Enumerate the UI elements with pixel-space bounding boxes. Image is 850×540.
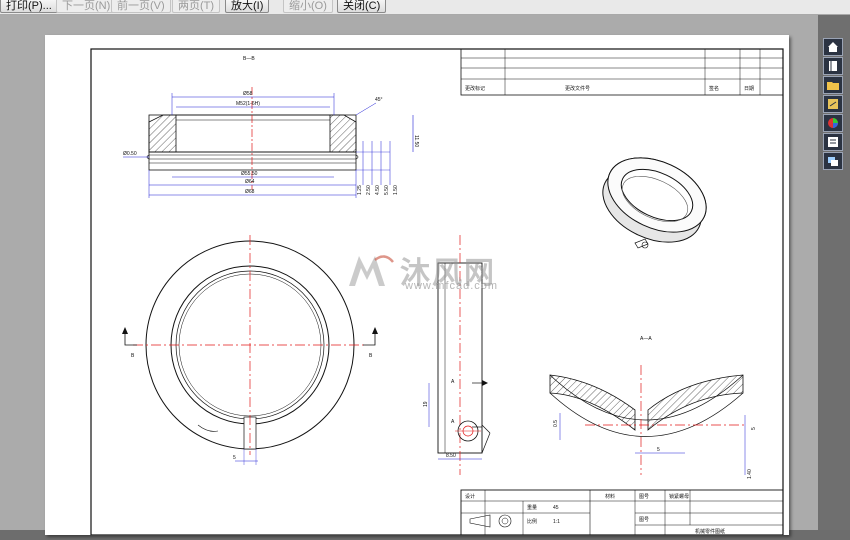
dim-h11: 11.50 xyxy=(413,135,419,147)
dim-v2: 2.50 xyxy=(366,185,372,195)
list-icon[interactable] xyxy=(823,133,843,151)
dim-v9b: 5 xyxy=(657,447,660,453)
watermark-url: www.mfcad.com xyxy=(405,280,499,292)
prev-page-button[interactable]: 前一页(V) xyxy=(111,0,171,13)
print-button[interactable]: 打印(P)... xyxy=(0,0,58,13)
dim-d55: Ø55.50 xyxy=(241,171,258,177)
dim-d64: Ø64 xyxy=(245,179,255,185)
engineering-drawing: 更改标记 更改文件号 签名 日期 B—B xyxy=(90,48,784,536)
chart-icon[interactable] xyxy=(823,95,843,113)
title-block: 设计 重量 45 比例 1:1 材料 图号 锁紧螺母 图号 机械零件图纸 xyxy=(460,489,784,536)
dim-v8: 5 xyxy=(233,455,236,461)
dim-v11: 0.5 xyxy=(553,420,559,427)
ring-front-view: B B 5 xyxy=(122,235,378,465)
ring-3d-view xyxy=(602,157,707,249)
watermark: 沐风网 www.mfcad.com xyxy=(345,250,505,295)
windows-icon[interactable] xyxy=(823,152,843,170)
dim-v7: 8.50 xyxy=(446,453,456,459)
cut-marker-b-left: B xyxy=(131,353,135,359)
dim-v4: 5.50 xyxy=(384,185,390,195)
home-icon[interactable] xyxy=(823,38,843,56)
cut-marker-a-top: A xyxy=(451,379,455,385)
section-aa-view: A—A 0.5 5 1.40 5 xyxy=(549,336,757,479)
dim-d58: Ø58 xyxy=(243,91,253,97)
tb-title: 机械零件图纸 xyxy=(695,528,725,535)
rev-file-label: 更改文件号 xyxy=(565,85,590,92)
dim-v6: 19 xyxy=(423,401,429,407)
tb-designer: 设计 xyxy=(465,493,475,500)
revision-table: 更改标记 更改文件号 签名 日期 xyxy=(460,48,784,96)
close-button[interactable]: 关闭(C) xyxy=(337,0,387,13)
watermark-title: 沐风网 xyxy=(400,256,496,291)
dim-45deg: 45° xyxy=(375,97,383,103)
tb-material-label: 材料 xyxy=(605,493,615,500)
book-icon[interactable] xyxy=(823,57,843,75)
zoom-out-button[interactable]: 缩小(O) xyxy=(283,0,333,13)
zoom-in-button[interactable]: 放大(I) xyxy=(225,0,270,13)
section-bb-view: Ø58 M52(1-6H) Ø55.50 Ø64 Ø68 Ø0.50 11.50 xyxy=(123,87,419,198)
folder-icon[interactable] xyxy=(823,76,843,94)
rev-mark-label: 更改标记 xyxy=(465,85,485,92)
dim-v10: 1.40 xyxy=(747,469,753,479)
rev-sign-label: 签名 xyxy=(709,85,719,92)
tb-weight-label: 重量 xyxy=(527,504,537,511)
dim-v1: 1.25 xyxy=(357,185,363,195)
ring-side-view: A A 19 8.50 xyxy=(423,235,491,475)
tb-part-no: 图号 xyxy=(639,517,649,523)
cut-marker-a-bottom: A xyxy=(451,419,455,425)
watermark-logo-icon xyxy=(349,255,394,286)
tb-material-value: 45 xyxy=(553,505,559,511)
section-label-bb: B—B xyxy=(243,56,255,62)
tb-scale-value: 1:1 xyxy=(553,519,560,525)
dim-v3: 4.50 xyxy=(375,185,381,195)
print-preview-toolbar: 打印(P)... 下一页(N) 前一页(V) 两页(T) 放大(I) 缩小(O)… xyxy=(0,0,850,15)
dim-v5: 1.50 xyxy=(393,185,399,195)
two-page-button[interactable]: 两页(T) xyxy=(172,0,221,13)
right-toolbar xyxy=(818,15,850,530)
section-label-aa: A—A xyxy=(640,336,652,342)
tb-drawing-no: 图号 xyxy=(639,494,649,500)
dim-side-050: Ø0.50 xyxy=(123,151,137,157)
rev-date-label: 日期 xyxy=(744,86,754,92)
dim-d68: Ø68 xyxy=(245,189,255,195)
dim-m52: M52(1-6H) xyxy=(236,101,260,107)
cut-marker-b-right: B xyxy=(369,353,373,359)
color-wheel-icon[interactable] xyxy=(823,114,843,132)
preview-viewport[interactable]: 更改标记 更改文件号 签名 日期 B—B xyxy=(0,15,818,536)
drawing-sheet: 更改标记 更改文件号 签名 日期 B—B xyxy=(45,35,789,536)
tb-ratio-label: 比例 xyxy=(527,518,537,525)
tb-name: 锁紧螺母 xyxy=(669,493,689,500)
next-page-button[interactable]: 下一页(N) xyxy=(56,0,117,13)
dim-v9: 5 xyxy=(751,427,757,430)
